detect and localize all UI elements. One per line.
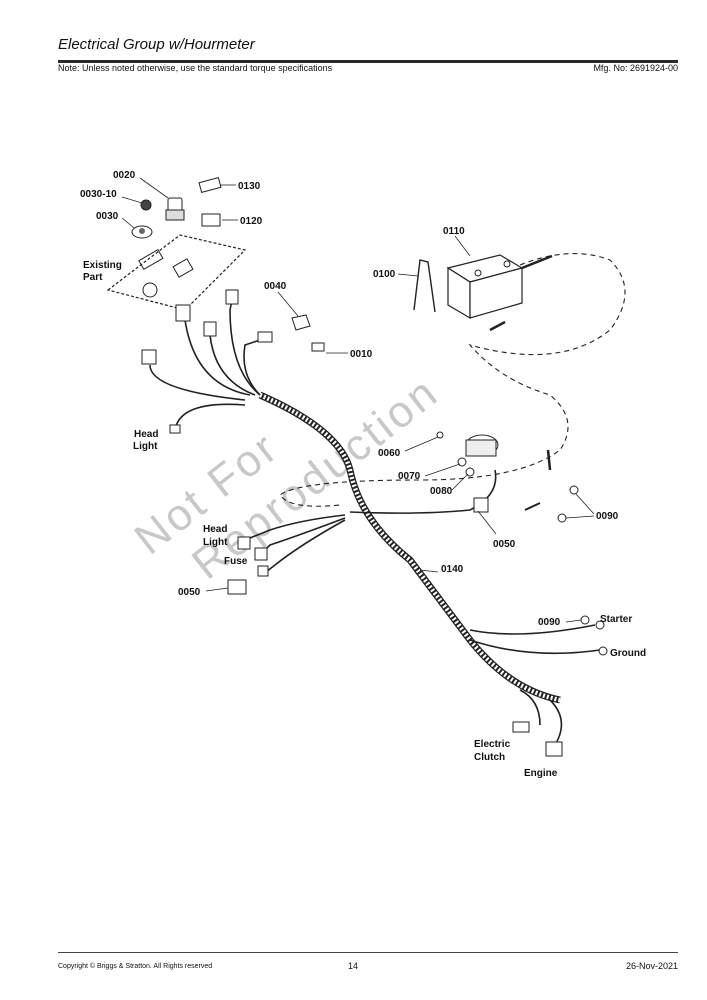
wire-clutch xyxy=(519,689,541,726)
panel-hole xyxy=(142,282,158,298)
knob-0030-10 xyxy=(140,199,152,211)
footer-date: 26-Nov-2021 xyxy=(625,961,678,971)
label-starter: Starter xyxy=(600,614,632,625)
nut-0090-c xyxy=(580,615,590,625)
label-0110: 0110 xyxy=(443,226,465,237)
label-0020: 0020 xyxy=(113,170,136,181)
bolt-0060 xyxy=(436,431,444,439)
footer-rule xyxy=(58,952,678,953)
label-0060: 0060 xyxy=(378,448,401,459)
label-0080: 0080 xyxy=(430,486,453,497)
part-0010 xyxy=(311,342,325,352)
label-0050-a: 0050 xyxy=(493,539,516,550)
engine-connector xyxy=(545,741,563,757)
label-ground: Ground xyxy=(610,648,646,659)
label-0140: 0140 xyxy=(441,564,464,575)
cover-0130 xyxy=(198,176,222,194)
stud xyxy=(524,502,541,511)
wire-branch-4 xyxy=(184,319,251,396)
label-0120: 0120 xyxy=(240,216,263,227)
label-electric: Electric xyxy=(474,739,511,750)
torque-note: Note: Unless noted otherwise, use the st… xyxy=(58,63,333,73)
header-rule xyxy=(58,60,678,63)
wire-headlight-2 xyxy=(244,514,346,541)
wire-branch-3 xyxy=(209,334,256,396)
connector-0050-b xyxy=(227,579,247,595)
label-0090-b: 0090 xyxy=(538,617,561,628)
connector-0050-a xyxy=(473,497,489,513)
label-0070: 0070 xyxy=(398,471,421,482)
starter-terminal xyxy=(595,620,605,630)
headlight-terminal-1 xyxy=(169,424,181,434)
label-0010: 0010 xyxy=(350,349,373,360)
wire-branch-5 xyxy=(149,364,246,401)
label-clutch: Clutch xyxy=(474,752,505,763)
wire-branch-2 xyxy=(243,339,261,396)
headlight-connector-2 xyxy=(237,536,251,550)
connector-3 xyxy=(203,321,217,337)
mfg-number: Mfg. No: 2691924-00 xyxy=(593,63,678,73)
wire-engine xyxy=(549,699,563,746)
panel-cutout-1 xyxy=(138,248,164,271)
label-fuse: Fuse xyxy=(224,556,248,567)
connector-1 xyxy=(225,289,239,305)
wire-branch-6 xyxy=(174,403,246,431)
solenoid xyxy=(465,434,499,457)
nut-0090-b xyxy=(557,513,567,523)
watermark: Not For Reproduction xyxy=(126,367,448,589)
label-0030-10: 0030-10 xyxy=(80,189,117,200)
connector-4 xyxy=(175,304,191,322)
bracket-0040 xyxy=(291,314,311,331)
hourmeter-0030 xyxy=(131,225,153,239)
label-head-1: Head xyxy=(134,429,158,440)
copyright-text: Copyright © Briggs & Stratton. All Right… xyxy=(58,963,213,970)
page-number: 14 xyxy=(348,961,359,971)
ground-strap xyxy=(546,449,552,471)
clutch-connector xyxy=(512,721,530,733)
label-0030: 0030 xyxy=(96,211,119,222)
ground-terminal xyxy=(598,646,608,656)
battery-0110 xyxy=(446,254,524,320)
label-head-2: Head xyxy=(203,524,227,535)
fuse-connector xyxy=(257,565,269,577)
label-light-1: Light xyxy=(133,441,158,452)
wire-ground xyxy=(469,639,601,655)
connector-5 xyxy=(141,349,157,365)
page-title: Electrical Group w/Hourmeter xyxy=(58,36,255,53)
main-harness xyxy=(258,391,561,704)
switch-0120 xyxy=(201,213,221,227)
label-existing: Existing xyxy=(83,260,122,271)
leader-lines xyxy=(121,177,595,623)
wire-starter xyxy=(469,624,596,635)
label-0040: 0040 xyxy=(264,281,287,292)
washer-0070 xyxy=(457,457,467,467)
wire-to-solenoid xyxy=(349,469,497,514)
label-engine: Engine xyxy=(524,768,558,779)
battery-cable-2 xyxy=(489,320,506,332)
nut-0090-a xyxy=(569,485,579,495)
connector-2 xyxy=(257,331,273,343)
label-0090-a: 0090 xyxy=(596,511,619,522)
battery-cable xyxy=(521,254,553,270)
label-0130: 0130 xyxy=(238,181,261,192)
label-part: Part xyxy=(83,272,103,283)
panel-cutout-2 xyxy=(172,258,194,278)
label-light-2: Light xyxy=(203,537,228,548)
fuse-holder xyxy=(254,547,268,561)
label-0050-b: 0050 xyxy=(178,587,201,598)
label-0100: 0100 xyxy=(373,269,396,280)
wire-fuse-2 xyxy=(265,519,346,573)
holddown-0100 xyxy=(413,259,436,313)
wire-branch-1 xyxy=(229,299,261,396)
wire-fuse xyxy=(261,517,346,554)
pto-switch-0020 xyxy=(165,197,185,221)
